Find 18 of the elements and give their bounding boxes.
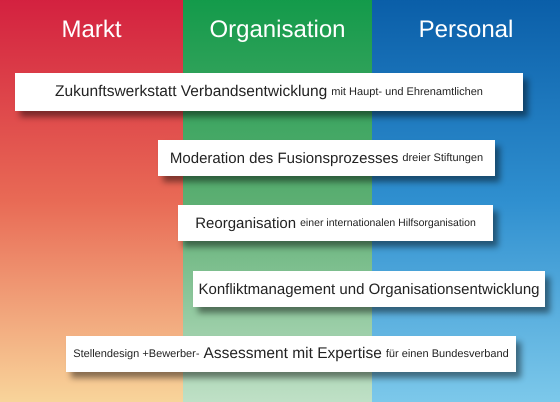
project-title: Moderation des Fusionsprozesses (170, 150, 398, 166)
project-card (158, 140, 495, 176)
project-title: Zukunftswerkstatt Verbandsentwicklung (55, 83, 328, 101)
project-card (66, 336, 516, 372)
project-detail: Stellendesign +Bewerber- (73, 348, 200, 360)
column-heading: Organisation (208, 16, 347, 44)
project-title: Assessment mit Expertise (204, 345, 382, 363)
project-detail: für einen Bundesverband (386, 348, 509, 360)
column-heading: Personal (418, 16, 514, 44)
project-detail: dreier Stiftungen (402, 152, 484, 164)
project-title: Reorganisation (195, 214, 296, 232)
column-heading: Markt (60, 16, 122, 44)
project-title: Konfliktmanagement und Organisationsentwicklung (198, 280, 540, 298)
project-detail: mit Haupt- und Ehrenamtlichen (331, 86, 483, 98)
project-card (178, 205, 493, 241)
project-card (193, 271, 545, 307)
project-detail: einer internationalen Hilfsorganisation (300, 217, 476, 229)
project-card (15, 73, 523, 111)
